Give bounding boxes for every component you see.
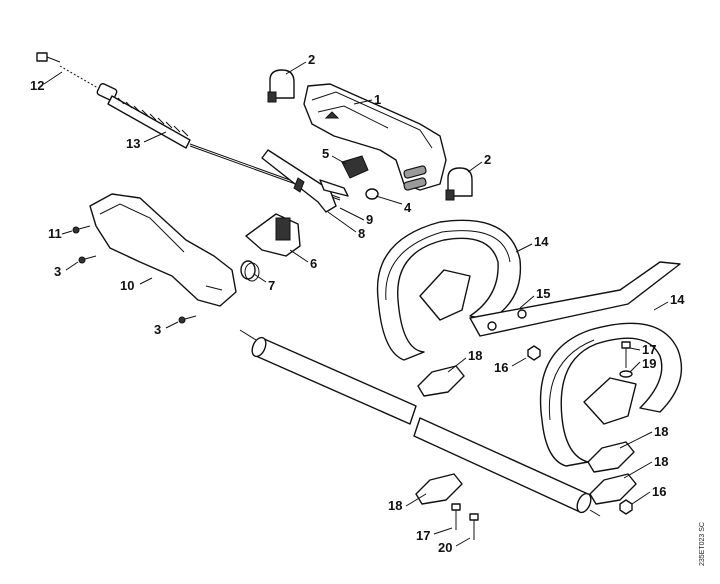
part-5-switch bbox=[341, 155, 369, 179]
callout-20: 20 bbox=[438, 540, 452, 555]
callout-11: 11 bbox=[48, 226, 62, 241]
callout-18-c: 18 bbox=[654, 454, 668, 469]
callout-4: 4 bbox=[404, 200, 412, 215]
callout-17-upper: 17 bbox=[642, 342, 656, 357]
part-2-clamp-right bbox=[445, 167, 473, 201]
callout-16-lower: 16 bbox=[652, 484, 666, 499]
callout-2-right: 2 bbox=[484, 152, 491, 167]
part-20-screw bbox=[469, 513, 479, 540]
callout-18-a: 18 bbox=[468, 348, 482, 363]
callout-18-d: 18 bbox=[388, 498, 402, 513]
part-18-clamp-c bbox=[589, 473, 637, 505]
callout-16-upper: 16 bbox=[494, 360, 508, 375]
part-18-clamp-b bbox=[587, 441, 635, 473]
drawing-reference: 235ET023 SC bbox=[699, 522, 706, 566]
callout-17-lower: 17 bbox=[416, 528, 430, 543]
part-18-clamp-a bbox=[417, 365, 465, 397]
part-7-spring-ring bbox=[240, 260, 260, 282]
part-16-nut-upper bbox=[527, 345, 541, 361]
part-16-nut-lower bbox=[619, 499, 633, 515]
callout-12: 12 bbox=[30, 78, 44, 93]
part-12-cable-connector bbox=[36, 52, 99, 89]
callout-labels: 12 2 1 2 5 4 9 8 13 6 7 10 11 3 3 14 15 … bbox=[30, 52, 685, 555]
callout-3-upper: 3 bbox=[54, 264, 61, 279]
part-18-clamp-d bbox=[415, 473, 463, 505]
callout-19: 19 bbox=[642, 356, 656, 371]
part-3-screw-upper bbox=[78, 255, 97, 264]
callout-3-lower: 3 bbox=[154, 322, 161, 337]
callout-15: 15 bbox=[536, 286, 550, 301]
leader-lines bbox=[43, 61, 669, 547]
callout-14-left: 14 bbox=[534, 234, 549, 249]
part-17-screw-lower bbox=[451, 503, 461, 530]
part-15-bracket bbox=[469, 261, 681, 337]
part-14-loop-handle-right bbox=[539, 322, 683, 467]
part-2-clamp-top bbox=[267, 69, 295, 103]
part-14-loop-handle-left bbox=[376, 219, 522, 361]
callout-9: 9 bbox=[366, 212, 373, 227]
part-10-handle-housing bbox=[89, 193, 237, 307]
callout-7: 7 bbox=[268, 278, 275, 293]
part-3-screw-lower bbox=[178, 315, 197, 324]
callout-13: 13 bbox=[126, 136, 140, 151]
callout-18-b: 18 bbox=[654, 424, 668, 439]
callout-6: 6 bbox=[310, 256, 317, 271]
part-8-throttle-trigger bbox=[261, 149, 337, 213]
part-6-lever bbox=[245, 213, 301, 257]
callout-1: 1 bbox=[374, 92, 381, 107]
drive-tube bbox=[239, 329, 601, 517]
callout-10: 10 bbox=[120, 278, 134, 293]
callout-5: 5 bbox=[322, 146, 329, 161]
callout-8: 8 bbox=[358, 226, 365, 241]
part-1-control-handle bbox=[303, 83, 447, 191]
part-11-screw bbox=[72, 225, 91, 234]
part-9-interlock-lever bbox=[319, 179, 349, 197]
callout-14-right: 14 bbox=[670, 292, 685, 307]
part-17-screw-upper bbox=[621, 341, 631, 368]
part-19-washer bbox=[619, 370, 633, 378]
callout-2-top: 2 bbox=[308, 52, 315, 67]
part-4-ring bbox=[365, 188, 379, 200]
